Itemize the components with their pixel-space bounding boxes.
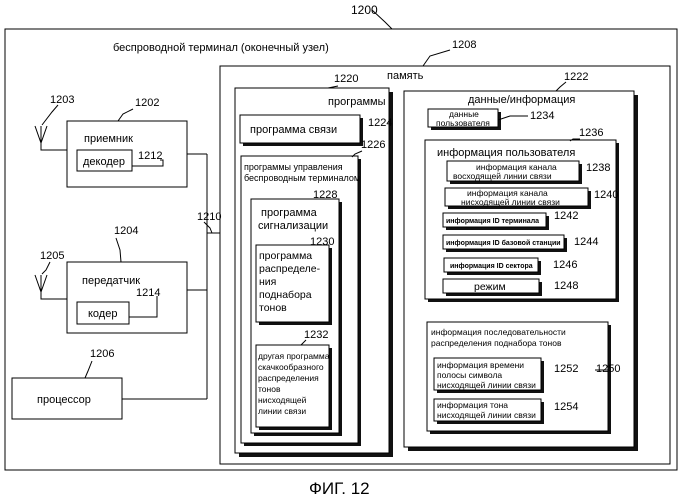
data-info-ref: 1222	[564, 71, 588, 83]
terminal-id-ref: 1242	[554, 210, 578, 222]
transmitter-block: передатчик 1204 кодер 1214	[67, 225, 187, 333]
hopping-label-line-2: скачкообразного	[258, 362, 324, 372]
comm-program-ref: 1224	[368, 117, 392, 129]
downlink-channel-ref: 1240	[594, 189, 618, 201]
allocation-label-line-3: ния	[259, 276, 276, 288]
antenna-icon	[35, 275, 67, 299]
terminal-id-label: информация ID терминала	[446, 218, 539, 225]
memory-leader	[423, 50, 450, 66]
receiver-antenna: 1203	[35, 94, 74, 150]
hopping-label-line-3: распределения	[258, 373, 319, 383]
transmitter-antenna: 1205	[35, 250, 67, 299]
transmitter-leader	[116, 238, 121, 262]
bus-ref: 1210	[197, 211, 221, 223]
dl-tone-line-1: информация тона	[437, 400, 508, 410]
hopping-label-line-4: тонов	[258, 384, 281, 394]
signaling-label-line-1: программа	[261, 207, 318, 219]
mode-ref: 1248	[554, 280, 578, 292]
transmitter-antenna-leader	[42, 262, 50, 274]
dl-symbol-time-line-1: информация времени	[437, 360, 524, 370]
base-station-id-label: информация ID базовой станции	[446, 239, 561, 247]
memory-ref: 1208	[452, 39, 476, 51]
base-station-id-ref: 1244	[574, 236, 598, 248]
receiver-label: приемник	[84, 133, 133, 145]
control-ref: 1226	[361, 139, 385, 151]
control-label-line-1: программы управления	[244, 162, 343, 172]
terminal-leader	[372, 10, 392, 29]
terminal-ref: 1200	[351, 3, 378, 17]
data-info-label: данные/информация	[468, 94, 575, 106]
signaling-ref: 1228	[313, 189, 337, 201]
allocation-ref: 1230	[310, 236, 334, 248]
encoder-label: кодер	[88, 308, 117, 320]
data-info-leader	[556, 82, 566, 91]
allocation-label-line-1: программа	[259, 250, 312, 262]
processor-ref: 1206	[90, 348, 114, 360]
transmitter-antenna-ref: 1205	[40, 250, 64, 262]
user-data-ref: 1234	[530, 110, 554, 122]
comm-program-label: программа связи	[250, 124, 337, 136]
decoder-ref: 1212	[138, 150, 162, 162]
hopping-ref: 1232	[304, 329, 328, 341]
figure-caption: ФИГ. 12	[309, 479, 370, 498]
control-label-line-2: беспроводным терминалом	[244, 173, 360, 183]
hopping-label-line-6: линии связи	[258, 406, 306, 416]
signaling-label-line-2: сигнализации	[258, 220, 328, 232]
transmitter-ref: 1204	[114, 225, 138, 237]
hopping-label-line-1: другая программа	[258, 351, 330, 361]
programs-label: программы	[328, 96, 386, 108]
dl-tone-ref: 1254	[554, 401, 578, 413]
dl-symbol-time-ref: 1252	[554, 363, 578, 375]
terminal-label: беспроводной терминал (оконечный узел)	[113, 42, 329, 54]
sector-id-label: информация ID сектора	[450, 263, 533, 270]
user-info-label: информация пользователя	[437, 147, 575, 159]
antenna-icon	[35, 126, 67, 150]
sequence-ref: 1250	[596, 363, 620, 375]
processor-block: процессор 1206	[12, 348, 122, 419]
dl-symbol-time-line-3: нисходящей линии связи	[437, 380, 536, 390]
allocation-label-line-4: поднабора	[259, 289, 312, 301]
user-info-ref: 1236	[579, 127, 603, 139]
uplink-channel-line-2: восходящей линии связи	[453, 171, 552, 181]
dl-symbol-time-line-2: полосы символа	[437, 370, 502, 380]
mode-label: режим	[474, 281, 506, 293]
hopping-label-line-5: нисходящей	[258, 395, 307, 405]
transmitter-label: передатчик	[82, 275, 140, 287]
programs-ref: 1220	[334, 73, 358, 85]
dl-tone-line-2: нисходящей линии связи	[437, 410, 536, 420]
decoder-label: декодер	[83, 156, 125, 168]
sequence-label-line-2: распределения поднабора тонов	[431, 338, 562, 348]
uplink-channel-ref: 1238	[586, 162, 610, 174]
processor-leader	[85, 361, 92, 378]
receiver-block: приемник 1202 декодер 1212	[67, 97, 187, 187]
receiver-antenna-ref: 1203	[50, 94, 74, 106]
allocation-label-line-2: распределе-	[259, 263, 321, 275]
receiver-leader	[118, 109, 133, 121]
user-data-label-line-2: пользователя	[436, 118, 490, 128]
sequence-label-line-1: информация последовательности	[431, 327, 566, 337]
memory-label: память	[387, 70, 424, 82]
receiver-ref: 1202	[135, 97, 159, 109]
processor-label: процессор	[37, 394, 91, 406]
bus-leader	[204, 222, 212, 233]
allocation-program-block: программа распределе- ния поднабора тоно…	[256, 236, 334, 325]
downlink-channel-line-2: нисходящей линии связи	[461, 197, 560, 207]
receiver-antenna-leader	[42, 105, 58, 125]
allocation-label-line-5: тонов	[259, 302, 287, 314]
sector-id-ref: 1246	[553, 259, 577, 271]
encoder-leader	[129, 296, 157, 317]
